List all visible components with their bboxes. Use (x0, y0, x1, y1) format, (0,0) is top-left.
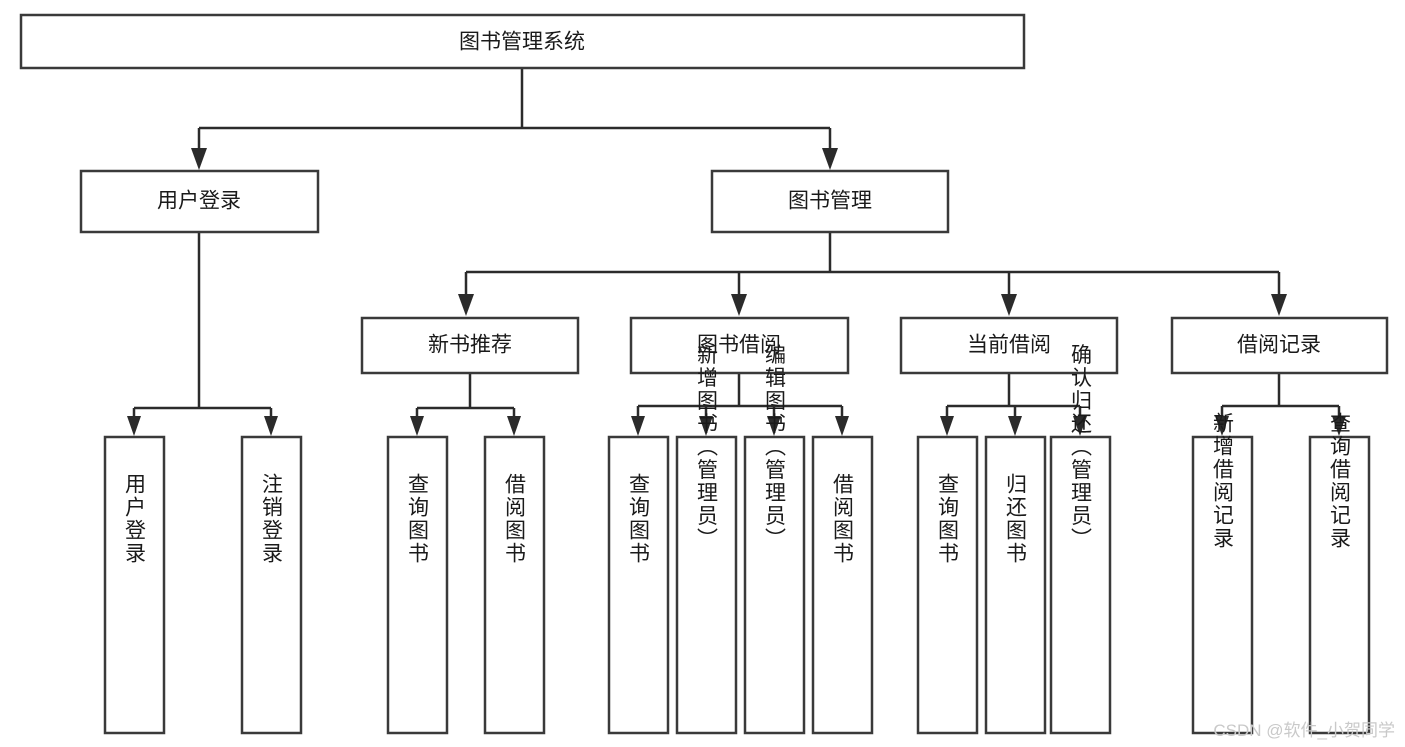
arrow-head-leaf-confirm-return (1073, 416, 1087, 436)
connector-group-root (191, 68, 838, 170)
node-leaf-query-book-2[interactable]: 查询图书 (607, 435, 670, 735)
node-leaf-borrow-book-1-label: 借阅图书 (503, 473, 527, 565)
node-leaf-edit-book-box[interactable] (743, 435, 806, 735)
node-book-borrow-box[interactable] (629, 316, 850, 375)
node-leaf-return-book[interactable]: 归还图书 (984, 435, 1047, 735)
node-borrow-record-label: 借阅记录 (1237, 334, 1321, 357)
node-leaf-query-record-label: 查询借阅记录 (1328, 412, 1352, 550)
node-leaf-confirm-return-box[interactable] (1049, 435, 1112, 735)
node-user-login[interactable]: 用户登录 (79, 169, 320, 234)
node-new-book-rec-box[interactable] (360, 316, 580, 375)
node-root-label: 图书管理系统 (459, 31, 585, 54)
arrow-head-leaf-query-book-3 (940, 416, 954, 436)
node-leaf-add-book[interactable]: 新增图书（管理员） (675, 344, 738, 735)
node-book-manage-box[interactable] (710, 169, 950, 234)
arrow-head-leaf-query-record (1332, 416, 1346, 436)
arrow-head-leaf-logout (264, 416, 278, 436)
node-new-book-rec[interactable]: 新书推荐 (360, 316, 580, 375)
node-leaf-add-record[interactable]: 新增借阅记录 (1191, 412, 1254, 735)
node-leaf-query-book-3-label: 查询图书 (936, 473, 960, 565)
connector-group-new-book-rec (410, 373, 521, 436)
connector-group-borrow-record (1215, 373, 1346, 436)
arrow-head-borrow-record (1271, 294, 1287, 316)
node-leaf-add-record-box[interactable] (1191, 435, 1254, 735)
arrow-head-book-manage (822, 148, 838, 170)
connector-group-book-borrow (631, 373, 849, 436)
node-leaf-user-login[interactable]: 用户登录 (103, 435, 166, 735)
node-leaf-borrow-book-2[interactable]: 借阅图书 (811, 435, 874, 735)
arrow-head-leaf-query-book-1 (410, 416, 424, 436)
node-leaf-query-book-1-label: 查询图书 (406, 473, 430, 565)
arrow-head-new-book-rec (458, 294, 474, 316)
node-leaf-logout-box[interactable] (240, 435, 303, 735)
connector-group-user-login (127, 232, 278, 436)
node-leaf-query-record[interactable]: 查询借阅记录 (1308, 412, 1371, 735)
node-leaf-edit-book[interactable]: 编辑图书（管理员） (743, 344, 806, 735)
arrow-head-leaf-borrow-book-1 (507, 416, 521, 436)
node-root-box[interactable] (19, 13, 1026, 70)
node-borrow-record[interactable]: 借阅记录 (1170, 316, 1389, 375)
arrow-head-leaf-add-record (1215, 416, 1229, 436)
node-book-manage-label: 图书管理 (788, 190, 872, 213)
node-leaf-query-book-3[interactable]: 查询图书 (916, 435, 979, 735)
node-leaf-query-book-3-box[interactable] (916, 435, 979, 735)
arrow-head-user-login (191, 148, 207, 170)
node-leaf-return-book-label: 归还图书 (1004, 473, 1028, 565)
node-current-borrow-label: 当前借阅 (967, 334, 1051, 357)
arrow-head-leaf-add-book (699, 416, 713, 436)
node-leaf-user-login-label: 用户登录 (123, 473, 147, 565)
node-book-borrow-label: 图书借阅 (697, 334, 781, 357)
node-root[interactable]: 图书管理系统 (19, 13, 1026, 70)
arrow-head-leaf-return-book (1008, 416, 1022, 436)
arrow-head-leaf-edit-book (767, 416, 781, 436)
node-leaf-borrow-book-2-label: 借阅图书 (831, 473, 855, 565)
node-book-manage[interactable]: 图书管理 (710, 169, 950, 234)
node-new-book-rec-label: 新书推荐 (428, 334, 512, 357)
node-current-borrow[interactable]: 当前借阅 (899, 316, 1119, 375)
node-leaf-query-book-2-box[interactable] (607, 435, 670, 735)
node-leaf-user-login-box[interactable] (103, 435, 166, 735)
node-leaf-confirm-return[interactable]: 确认归还（管理员） (1049, 344, 1112, 735)
node-leaf-add-book-label: 新增图书（管理员） (695, 344, 719, 551)
node-current-borrow-box[interactable] (899, 316, 1119, 375)
node-book-borrow[interactable]: 图书借阅 (629, 316, 850, 375)
node-leaf-return-book-box[interactable] (984, 435, 1047, 735)
node-leaf-borrow-book-1-box[interactable] (483, 435, 546, 735)
node-user-login-label: 用户登录 (157, 190, 241, 213)
node-leaf-add-book-box[interactable] (675, 435, 738, 735)
node-leaf-add-record-label: 新增借阅记录 (1211, 412, 1235, 550)
node-leaf-query-book-2-label: 查询图书 (627, 473, 651, 565)
node-leaf-confirm-return-label: 确认归还（管理员） (1069, 344, 1093, 551)
node-user-login-box[interactable] (79, 169, 320, 234)
node-borrow-record-box[interactable] (1170, 316, 1389, 375)
arrow-head-current-borrow (1001, 294, 1017, 316)
arrow-head-leaf-borrow-book-2 (835, 416, 849, 436)
node-leaf-query-record-box[interactable] (1308, 435, 1371, 735)
connector-group-current-borrow (940, 373, 1087, 436)
node-leaf-logout-label: 注销登录 (260, 473, 284, 565)
arrow-head-leaf-query-book-2 (631, 416, 645, 436)
node-leaf-query-book-1[interactable]: 查询图书 (386, 435, 449, 735)
arrow-head-book-borrow (731, 294, 747, 316)
node-leaf-query-book-1-box[interactable] (386, 435, 449, 735)
arrow-head-leaf-user-login (127, 416, 141, 436)
connector-group-book-manage (458, 232, 1287, 316)
node-leaf-logout[interactable]: 注销登录 (240, 435, 303, 735)
node-leaf-borrow-book-2-box[interactable] (811, 435, 874, 735)
node-leaf-edit-book-label: 编辑图书（管理员） (763, 344, 787, 551)
node-leaf-borrow-book-1[interactable]: 借阅图书 (483, 435, 546, 735)
